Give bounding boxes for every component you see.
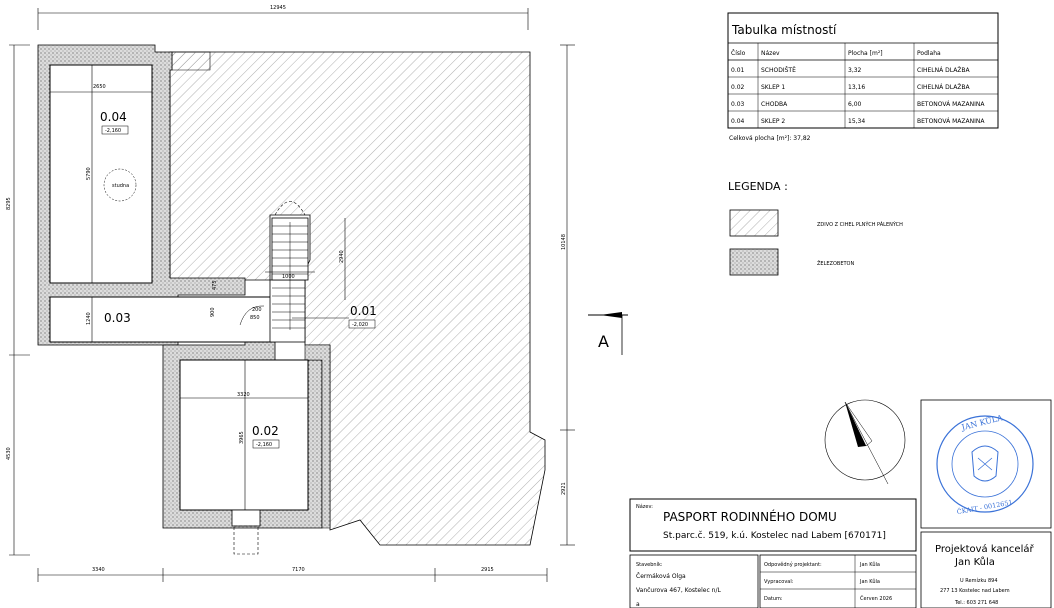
room-table-header-1: Číslo bbox=[731, 50, 746, 57]
room-interiors bbox=[49, 64, 309, 511]
office-title: Projektová kancelář bbox=[935, 543, 1034, 555]
dim-bottom-1: 3340 bbox=[92, 567, 105, 573]
room-0-02-number: 0.02 bbox=[252, 424, 279, 438]
legend-swatch-dots bbox=[729, 248, 779, 276]
room-table: Tabulka místností Číslo Název Plocha [m²… bbox=[727, 12, 999, 142]
room-0-01-number: 0.01 bbox=[350, 304, 377, 318]
dim-room04-height: 5790 bbox=[86, 167, 92, 180]
door-swing bbox=[239, 305, 265, 326]
room-table-header-2: Název bbox=[761, 50, 780, 57]
room-0-03-interior bbox=[49, 296, 276, 343]
room-table-cell: 13,16 bbox=[848, 84, 865, 91]
room-table-cell: CIHELNÁ DLAŽBA bbox=[917, 83, 971, 91]
dim-room02-height: 3965 bbox=[239, 431, 245, 444]
well-symbol: studna bbox=[103, 168, 137, 202]
dim-right-lower: 2921 bbox=[561, 482, 567, 495]
project-subtitle: St.parc.č. 519, k.ú. Kostelec nad Labem … bbox=[663, 530, 886, 541]
dim-small-c: 475 bbox=[212, 280, 218, 290]
legend-title: LEGENDA : bbox=[728, 180, 788, 193]
dim-right-total: 10148 bbox=[561, 234, 567, 250]
client-line: Čermáková Olga bbox=[636, 573, 686, 580]
staircase bbox=[271, 201, 309, 330]
room-table-cell: BETONOVÁ MAZANINA bbox=[917, 101, 985, 108]
authorization-stamp: JAN KŮLA ČKAIT - 0012651 bbox=[920, 399, 1052, 529]
dim-small-b: 850 bbox=[250, 315, 260, 321]
room-table-header-4: Podlaha bbox=[917, 50, 941, 57]
dim-left-upper: 8295 bbox=[6, 197, 12, 210]
title-name-label: Název: bbox=[636, 503, 653, 510]
room-table-cell: SKLEP 1 bbox=[761, 84, 785, 91]
bottom-niche bbox=[231, 509, 261, 555]
room-0-02-interior bbox=[179, 359, 309, 511]
legend-item-2: ŽELEZOBETON bbox=[817, 259, 854, 267]
dim-door-width: 900 bbox=[210, 307, 216, 317]
office-name: Jan Kůla bbox=[954, 556, 995, 568]
dim-stair-width: 1000 bbox=[282, 274, 295, 280]
room-table-cell: 0.03 bbox=[731, 101, 745, 108]
office-address-1: U Remízku 894 bbox=[960, 577, 998, 584]
room-0-01-level: -2,020 bbox=[352, 322, 368, 328]
section-letter: A bbox=[598, 332, 609, 351]
row-value: Jan Kůla bbox=[859, 578, 880, 585]
title-block: Název: PASPORT RODINNÉHO DOMU St.parc.č.… bbox=[629, 498, 1052, 608]
dim-stair-height: 2940 bbox=[339, 250, 345, 263]
client-line: Vančurova 467, Kostelec n/L bbox=[636, 587, 721, 594]
room-table-header-3: Plocha [m²] bbox=[848, 50, 883, 57]
dimensions bbox=[9, 8, 575, 582]
dim-room04-width: 2650 bbox=[93, 84, 106, 90]
legend-item-1: ZDIVO Z CIHEL PLNÝCH PÁLENÝCH bbox=[817, 221, 903, 228]
north-arrow-icon bbox=[824, 399, 906, 485]
room-table-cell: 0.01 bbox=[731, 67, 745, 74]
room-0-04-level: -2,160 bbox=[105, 128, 121, 134]
room-table-cell: 0.02 bbox=[731, 84, 745, 91]
room-table-cell: SKLEP 2 bbox=[761, 118, 785, 125]
row-value: Červen 2026 bbox=[860, 595, 892, 602]
room-table-cell: 3,32 bbox=[848, 67, 862, 74]
room-0-03-number: 0.03 bbox=[104, 311, 131, 325]
dim-small-a: 200 bbox=[252, 307, 262, 313]
dim-bottom-2: 7170 bbox=[292, 567, 305, 573]
office-address-2: 277 13 Kostelec nad Labem bbox=[940, 588, 1010, 594]
room-table-cell: CHODBA bbox=[761, 101, 788, 108]
stair-area bbox=[269, 279, 306, 343]
room-table-cell: CIHELNÁ DLAŽBA bbox=[917, 66, 971, 74]
room-table-cell: 0.04 bbox=[731, 118, 745, 125]
dim-room03-height: 1240 bbox=[86, 312, 92, 325]
room-labels: 0.04 -2,160 0.03 0.01 -2,020 0.02 -2,160 bbox=[100, 110, 377, 449]
room-0-02-level: -2,160 bbox=[256, 442, 272, 448]
row-label: Odpovědný projektant: bbox=[764, 561, 822, 568]
stamp-bottom-text: ČKAIT - 0012651 bbox=[956, 497, 1013, 516]
dimension-labels: 12945 8295 4530 10148 2921 3340 7170 291… bbox=[6, 5, 567, 573]
legend: LEGENDA : ZDIVO Z CIHEL PLNÝCH PÁLENÝCH … bbox=[728, 180, 903, 276]
office-phone: Tel.: 603 271 648 bbox=[954, 600, 998, 606]
room-table-total: Celková plocha [m²]: 37,82 bbox=[729, 135, 811, 142]
project-title: PASPORT RODINNÉHO DOMU bbox=[663, 509, 837, 524]
dim-bottom-3: 2915 bbox=[481, 567, 494, 573]
room-0-04-interior bbox=[49, 64, 153, 284]
room-table-cell: 15,34 bbox=[848, 118, 865, 125]
room-table-cell: 6,00 bbox=[848, 101, 862, 108]
legend-swatch-hatch bbox=[729, 209, 779, 237]
room-table-cell: SCHODIŠTĚ bbox=[761, 66, 796, 74]
section-marker: A bbox=[588, 312, 628, 355]
dim-top-total: 12945 bbox=[270, 5, 286, 11]
well-label: studna bbox=[112, 183, 129, 189]
dim-room02-width: 3320 bbox=[237, 392, 250, 398]
client-line: a bbox=[636, 601, 640, 608]
room-table-title: Tabulka místností bbox=[731, 23, 837, 37]
row-label: Datum: bbox=[764, 596, 783, 602]
room-0-04-number: 0.04 bbox=[100, 110, 127, 124]
row-value: Jan Kůla bbox=[859, 561, 880, 568]
client-label: Stavebník: bbox=[636, 561, 663, 568]
room-table-cell: BETONOVÁ MAZANINA bbox=[917, 118, 985, 125]
dim-left-lower: 4530 bbox=[6, 447, 12, 460]
row-label: Vypracoval: bbox=[764, 579, 794, 585]
